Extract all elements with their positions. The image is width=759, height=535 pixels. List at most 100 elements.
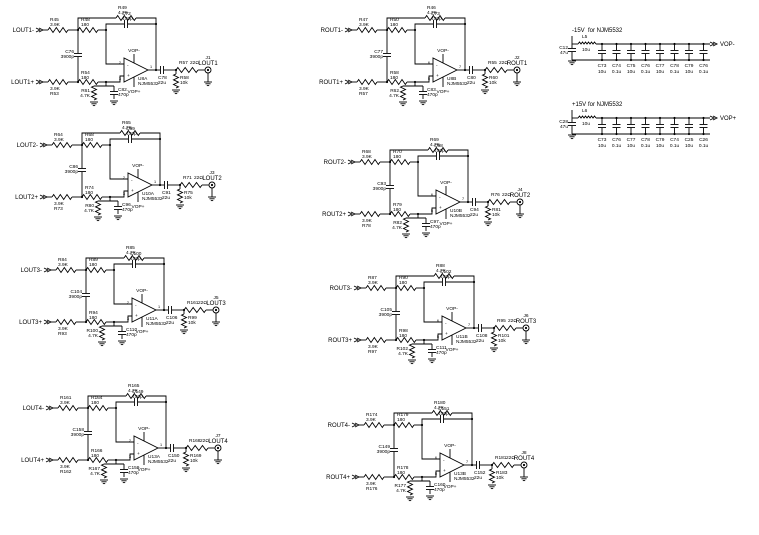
- ref-r-fb: R85: [126, 245, 135, 251]
- ref-r-fb: R65: [122, 120, 131, 126]
- jack-name: LOUT2: [202, 176, 222, 182]
- jack-ref: J3: [209, 170, 214, 176]
- resistor-symbol: [359, 158, 381, 166]
- jack-ref: J5: [213, 295, 218, 301]
- opamp-noninverting-sign: +: [135, 314, 138, 319]
- value-r-fb: 4.7K: [128, 388, 139, 394]
- value-r-load: 10k: [496, 475, 504, 481]
- ref-c-fb: C89: [126, 126, 135, 132]
- junction-dot: [658, 132, 662, 136]
- ref-c-bridge: C105: [381, 307, 393, 313]
- input-arrow: [351, 422, 358, 428]
- ref-c-fb: C149: [132, 389, 144, 395]
- ref-c-gnd: C160: [434, 482, 446, 488]
- decoupling-cap-value: 0.1u: [699, 69, 709, 75]
- resistor-symbol: [431, 409, 453, 417]
- bulk-cap-ref: C28: [559, 119, 568, 125]
- value-r-fb: 4.7K: [430, 142, 441, 148]
- resistor-symbol: [488, 468, 496, 484]
- ref-r-fb: R46: [427, 5, 436, 11]
- value-c-out: 22u: [467, 80, 475, 86]
- ref-c-fb: C72: [122, 11, 131, 17]
- ref-r-fb: R88: [436, 263, 445, 269]
- wire: [87, 395, 126, 408]
- wire: [424, 333, 442, 341]
- wire: [114, 315, 132, 323]
- power-pin-vop-pos: VOP+: [437, 89, 450, 95]
- ref-r-gnd: R82: [393, 220, 402, 226]
- ref-c-gnd: C96: [122, 202, 131, 208]
- wire: [421, 418, 440, 425]
- wire: [452, 412, 473, 465]
- ref-r-mid-top: R68: [85, 132, 94, 138]
- opamp-noninverting-sign: +: [131, 189, 134, 194]
- ref-c-fb: C88: [434, 143, 443, 149]
- opamp-inverting-sign: -: [443, 459, 445, 464]
- wire: [116, 453, 134, 461]
- wire: [386, 17, 425, 30]
- junction-dot: [615, 58, 618, 62]
- junction-dot: [644, 58, 647, 62]
- ref-r-out: R71: [183, 175, 192, 181]
- input-arrow: [351, 474, 358, 480]
- resistor-symbol: [85, 266, 107, 274]
- opamp-pin-output: 1: [158, 305, 160, 309]
- opamp-inverting-sign: -: [127, 64, 129, 69]
- resistor-symbol: [87, 456, 109, 464]
- resistor-symbol: [395, 284, 417, 292]
- value-r-out: 22Ω: [508, 318, 517, 324]
- value-r-in-minus: 3.9K: [359, 22, 370, 28]
- ref-c-bridge: C76: [65, 49, 74, 55]
- resistor-symbol: [490, 331, 498, 347]
- jack-ref: J7: [215, 433, 220, 439]
- power-pin-vop-neg: VOP-: [440, 180, 452, 186]
- decoupling-cap-value: 0.1u: [641, 69, 651, 75]
- opamp-pin-inverting: 6: [428, 61, 430, 65]
- input-arrow: [712, 115, 719, 121]
- ref-c-gnd: C82: [118, 87, 127, 93]
- input-arrow: [347, 159, 354, 165]
- value-c-fb: 470p: [130, 256, 141, 262]
- opamp-inverting-sign: -: [436, 64, 438, 69]
- input-arrow: [39, 142, 46, 148]
- opamp-symbol: [439, 452, 466, 478]
- jack-ref: J2: [514, 55, 519, 61]
- power-pin-vop-neg: VOP-: [138, 426, 150, 432]
- input-arrow: [353, 285, 360, 291]
- ref-r-out: R55: [488, 60, 497, 66]
- net-label-input-minus: ROUT4-: [328, 423, 350, 429]
- rail-voltage: -15V: [572, 28, 585, 34]
- jack-name: LOUT3: [206, 301, 226, 307]
- ref-r-in-plus: R78: [362, 223, 371, 229]
- wire: [85, 257, 124, 270]
- decoupling-cap-value: 10u: [627, 143, 635, 149]
- value-r-in-minus: 3.9K: [58, 262, 69, 268]
- decoupling-cap-value: 0.1u: [641, 143, 651, 149]
- decoupling-cap-ref: C76: [612, 137, 621, 143]
- value-r-mid-bot: 180: [393, 207, 401, 213]
- ref-r-mid-bot: R98: [399, 328, 408, 334]
- resistor-symbol: [493, 324, 517, 332]
- opamp-pin-output: 7: [462, 197, 464, 201]
- junction-dot: [658, 58, 662, 62]
- ref-r-out: R76: [491, 192, 500, 198]
- ref-c-fb: C73: [431, 11, 440, 17]
- opamp-inverting-sign: -: [439, 196, 441, 201]
- opamp-pin-inverting: 2: [119, 61, 121, 65]
- junction-dot: [629, 132, 633, 136]
- jack-ref: J1: [205, 55, 210, 61]
- decoupling-cap-ref: C75: [627, 63, 636, 69]
- opamp-inverting-sign: -: [445, 322, 447, 327]
- opamp-part: NJM5532: [148, 459, 169, 465]
- ref-r-in-minus: R174: [366, 412, 378, 418]
- value-c-out: 22u: [476, 338, 484, 344]
- input-arrow: [43, 267, 50, 273]
- opamp-pin-output: 7: [459, 65, 461, 69]
- value-r-out: 22Ω: [499, 60, 508, 66]
- resistor-symbol: [363, 421, 385, 429]
- opamp-ref: U13B: [454, 471, 466, 477]
- value-r-load: 10k: [184, 195, 192, 201]
- ref-c-gnd: C97: [430, 219, 439, 225]
